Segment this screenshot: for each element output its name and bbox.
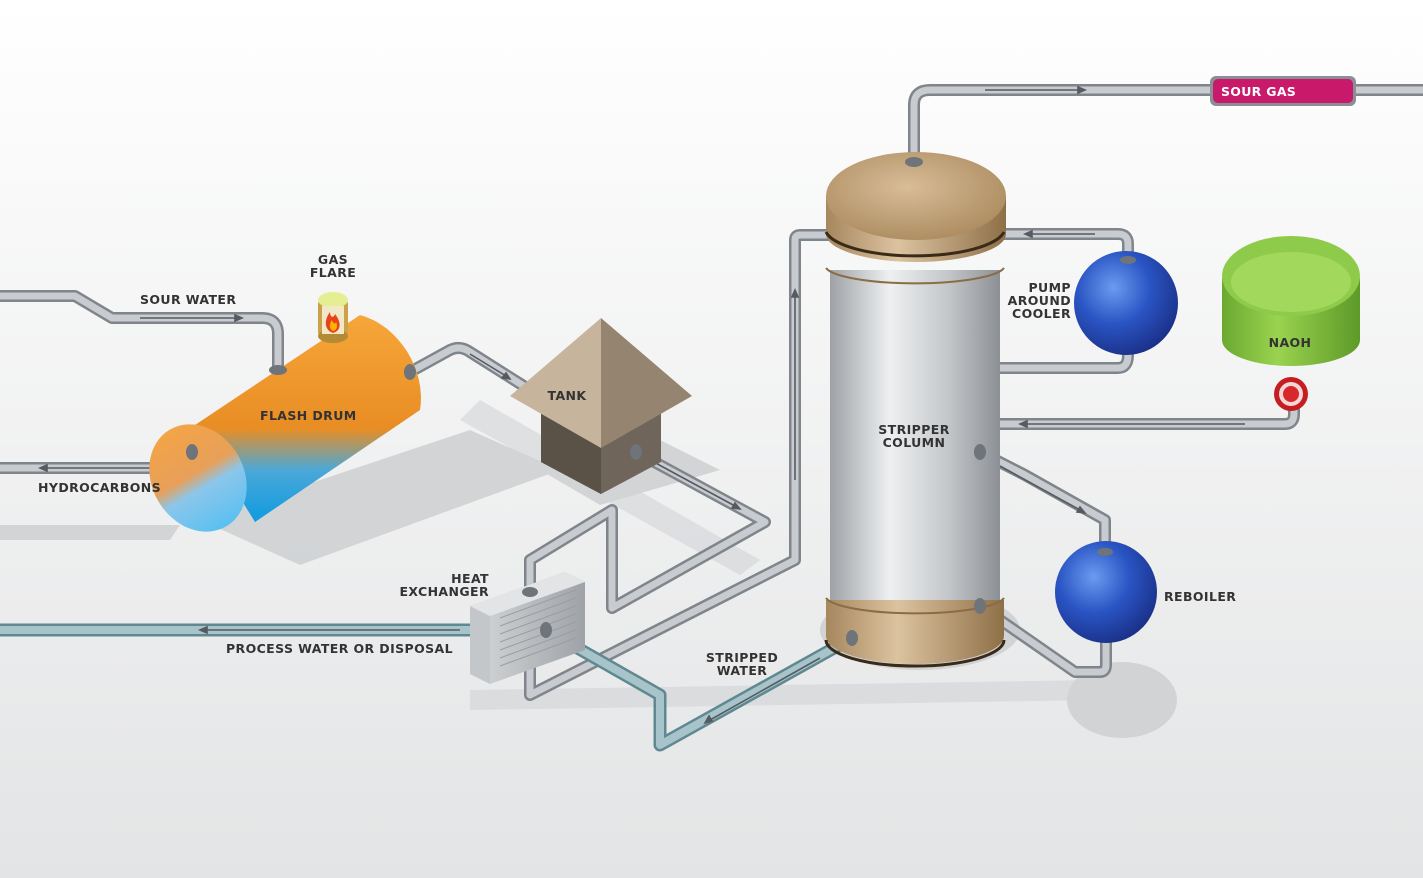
pump-around-label-line2: AROUND	[1008, 293, 1071, 308]
reboiler	[1055, 541, 1157, 643]
flow-arrows	[37, 85, 1245, 725]
sour-water-label: SOUR WATER	[140, 292, 236, 307]
flash-drum	[149, 315, 421, 532]
valve-icon	[1274, 377, 1308, 411]
process-water-label: PROCESS WATER OR DISPOSAL	[226, 641, 453, 656]
stripped-water-label-line1: STRIPPED	[706, 650, 778, 665]
heat-exchanger-label-line2: EXCHANGER	[399, 584, 489, 599]
reboiler-label: REBOILER	[1164, 589, 1236, 604]
stripper-column-label-line1: STRIPPER	[878, 422, 950, 437]
heat-exchanger	[470, 572, 585, 684]
sour-gas-label: SOUR GAS	[1221, 84, 1296, 99]
hydrocarbons-label: HYDROCARBONS	[38, 480, 161, 495]
naoh-tank	[1222, 236, 1360, 366]
gas-flare	[318, 292, 348, 343]
flash-drum-label: FLASH DRUM	[260, 408, 357, 423]
labels: SOUR WATER GAS FLARE FLASH DRUM HYDROCAR…	[38, 252, 1311, 678]
tank-label: TANK	[548, 388, 588, 403]
heat-exchanger-label-line1: HEAT	[451, 571, 489, 586]
pump-around-label-line1: PUMP	[1028, 280, 1071, 295]
sour-gas-tag: SOUR GAS	[1210, 76, 1356, 106]
gas-flare-label-line2: FLARE	[310, 265, 356, 280]
naoh-label: NAOH	[1269, 335, 1312, 350]
tank	[510, 318, 692, 494]
pump-around-cooler	[1074, 251, 1178, 355]
stripper-column-label-line2: COLUMN	[883, 435, 946, 450]
stripper-column	[824, 152, 1006, 668]
stripped-water-label-line2: WATER	[717, 663, 768, 678]
gas-flare-label-line1: GAS	[318, 252, 348, 267]
pump-around-label-line3: COOLER	[1012, 306, 1071, 321]
